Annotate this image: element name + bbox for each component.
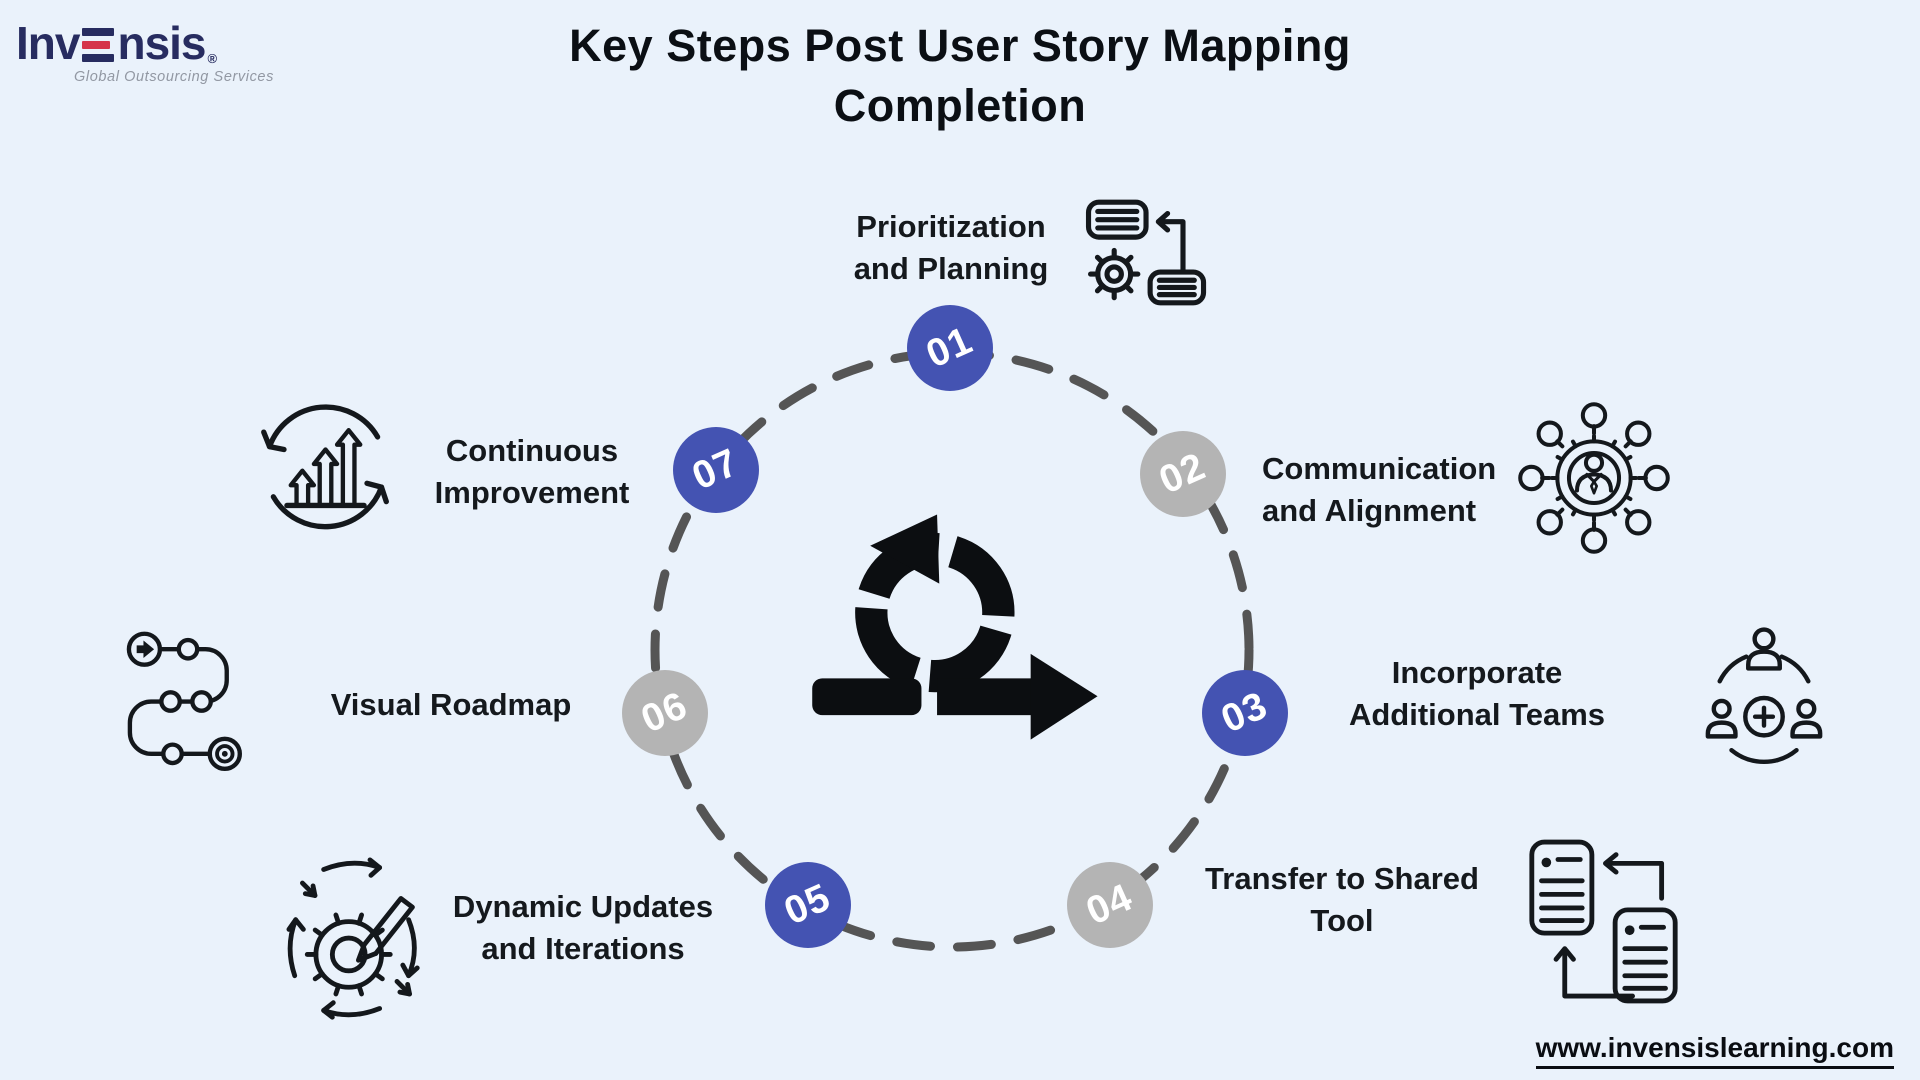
step-02-number: 02 <box>1153 444 1213 503</box>
document-transfer-icon <box>1529 839 1678 1004</box>
step-05-number: 05 <box>778 875 838 934</box>
step-07-badge: 07 <box>673 427 759 513</box>
step-01-badge: 01 <box>907 305 993 391</box>
growth-cycle-arrows-icon <box>261 404 389 530</box>
logo-e-bars-icon <box>82 28 115 62</box>
step-06-label: Visual Roadmap <box>330 687 572 722</box>
website-link[interactable]: www.invensislearning.com <box>1535 1032 1894 1069</box>
step-04-badge: 04 <box>1067 862 1153 948</box>
team-add-icon <box>1705 627 1823 765</box>
step-03-number: 03 <box>1215 683 1275 742</box>
step-07-number: 07 <box>686 440 746 499</box>
agile-sprint-icon <box>812 514 1098 740</box>
documents-gear-flow-icon <box>1085 199 1207 306</box>
roadmap-path-icon <box>126 631 242 772</box>
page-title: Key Steps Post User Story Mapping Comple… <box>0 16 1920 136</box>
logo-text-post: nsis <box>117 17 206 69</box>
invensis-logo: Inv nsis ® Global Outsourcing Services <box>16 20 274 85</box>
step-03-badge: 03 <box>1202 670 1288 756</box>
gear-pencil-arrows-icon <box>286 857 420 1020</box>
registered-trademark: ® <box>207 51 218 66</box>
person-gear-network-icon <box>1518 402 1670 554</box>
logo-tagline: Global Outsourcing Services <box>74 69 274 85</box>
step-04-number: 04 <box>1080 875 1140 934</box>
step-06-badge: 06 <box>622 670 708 756</box>
step-01-number: 01 <box>920 318 980 377</box>
page-title-line2: Completion <box>833 80 1087 131</box>
page-title-line1: Key Steps Post User Story Mapping <box>569 20 1351 71</box>
step-06-number: 06 <box>635 683 695 742</box>
step-05-badge: 05 <box>765 862 851 948</box>
logo-text-pre: Inv <box>16 17 80 69</box>
step-02-badge: 02 <box>1140 431 1226 517</box>
